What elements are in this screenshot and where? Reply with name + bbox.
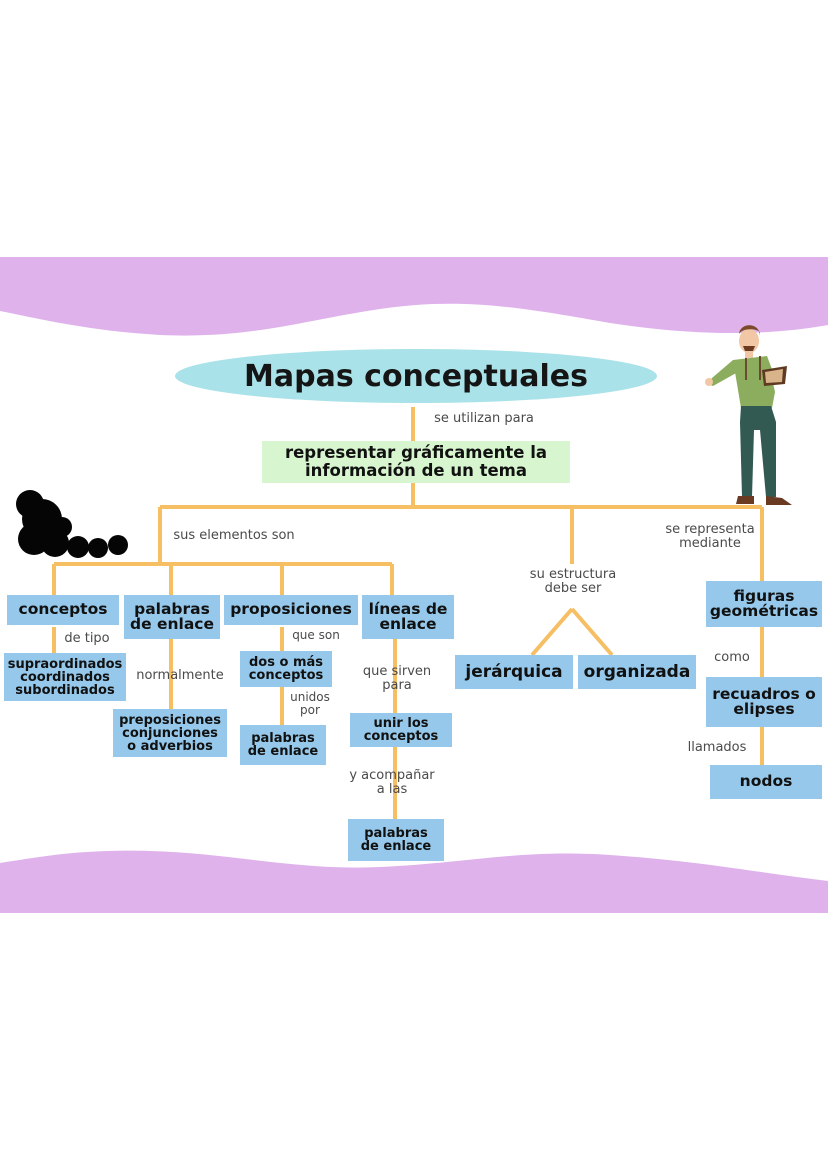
background-shapes: [0, 257, 828, 913]
connector-lines: [52, 407, 764, 819]
teacher-figure: [705, 325, 792, 505]
node-preposiciones: preposiciones conjunciones o adverbios: [113, 709, 227, 757]
link-normalmente: normalmente: [136, 668, 224, 683]
map-title: Mapas conceptuales: [175, 349, 657, 403]
top-wave: [0, 257, 828, 336]
node-conceptos: conceptos: [7, 595, 119, 625]
node-organizada: organizada: [578, 655, 696, 689]
link-que-sirven: que sirven para: [362, 664, 432, 693]
link-de-tipo: de tipo: [64, 631, 110, 646]
node-jerarquica: jerárquica: [455, 655, 573, 689]
redaction-scribble: [16, 490, 128, 558]
node-proposiciones: proposiciones: [224, 595, 358, 625]
link-como: como: [714, 650, 750, 665]
bottom-wave: [0, 850, 828, 913]
node-tipos-conceptos: supraordinados coordinados subordinados: [4, 653, 126, 701]
concept-map-poster: Mapas conceptuales se utilizan para repr…: [0, 257, 828, 913]
node-palabras-enlace-3: palabras de enlace: [348, 819, 444, 861]
link-se-representa: se representa mediante: [665, 522, 755, 551]
link-su-estructura: su estructura debe ser: [529, 567, 617, 596]
link-se-utilizan: se utilizan para: [434, 411, 534, 426]
link-unidos-por: unidos por: [290, 690, 330, 717]
link-llamados: llamados: [687, 740, 747, 755]
node-figuras: figuras geométricas: [706, 581, 822, 627]
node-unir-conceptos: unir los conceptos: [350, 713, 452, 747]
node-palabras-enlace: palabras de enlace: [124, 595, 220, 639]
link-y-acompanar: y acompañar a las: [349, 768, 435, 797]
link-sus-elementos: sus elementos son: [173, 528, 295, 543]
node-dos-o-mas: dos o más conceptos: [240, 651, 332, 687]
node-recuadros: recuadros o elipses: [706, 677, 822, 727]
node-palabras-enlace-2: palabras de enlace: [240, 725, 326, 765]
link-que-son: que son: [292, 628, 340, 642]
subject-box: representar gráficamente la información …: [262, 441, 570, 483]
node-nodos: nodos: [710, 765, 822, 799]
node-lineas-enlace: líneas de enlace: [362, 595, 454, 639]
